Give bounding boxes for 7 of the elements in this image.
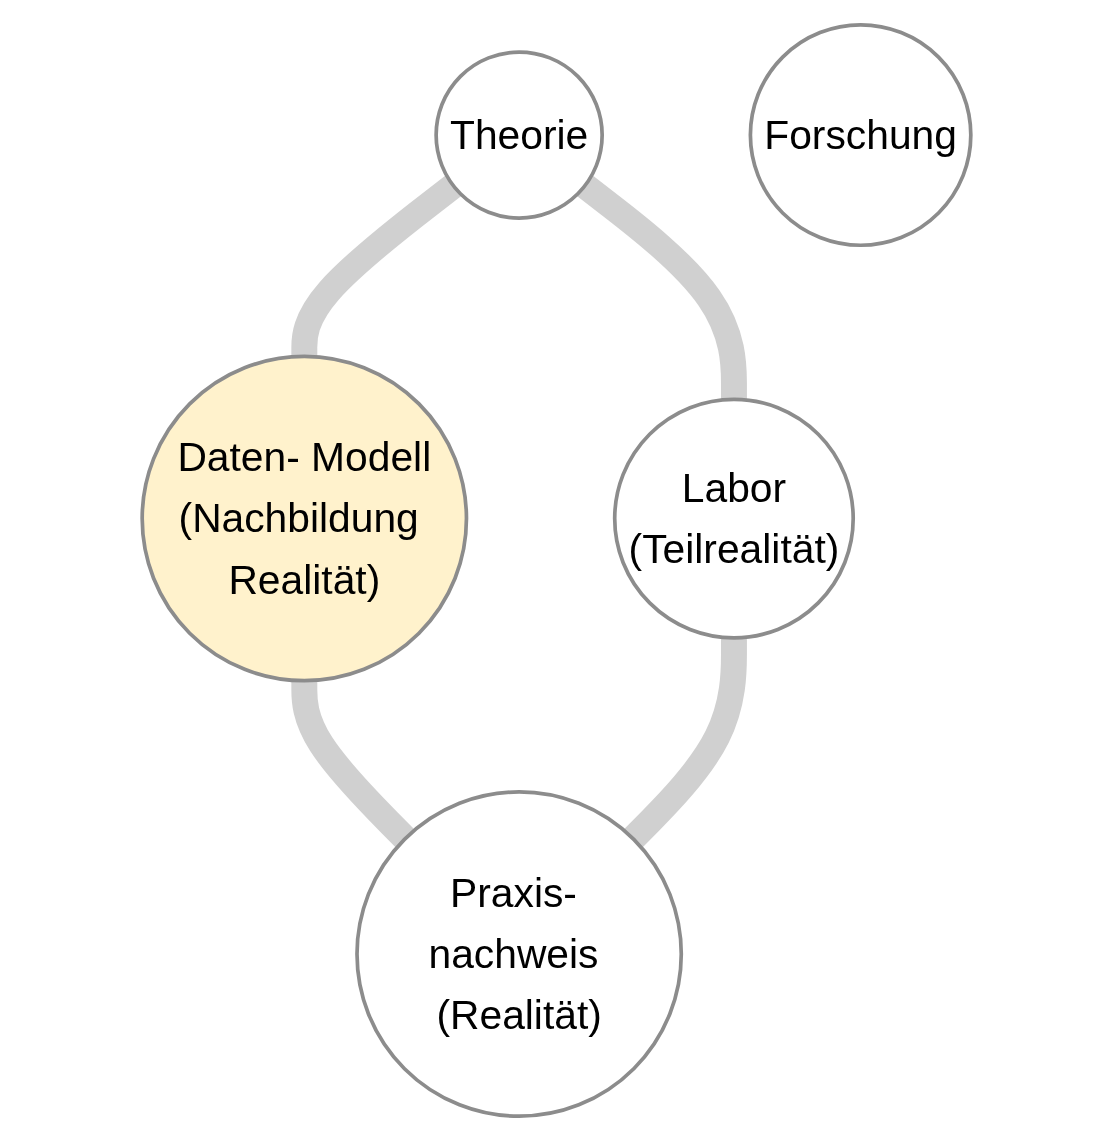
connector [576, 175, 747, 400]
node-circle: Daten- Modell (Nachbildung Realität) [140, 354, 469, 683]
node-circle: Forschung [748, 22, 973, 248]
connector [623, 637, 747, 848]
node-circle: Theorie [434, 50, 604, 220]
node-circle: Praxis- nachweis (Realität) [355, 790, 684, 1119]
node-circle: Labor (Teilrealität) [612, 397, 856, 640]
